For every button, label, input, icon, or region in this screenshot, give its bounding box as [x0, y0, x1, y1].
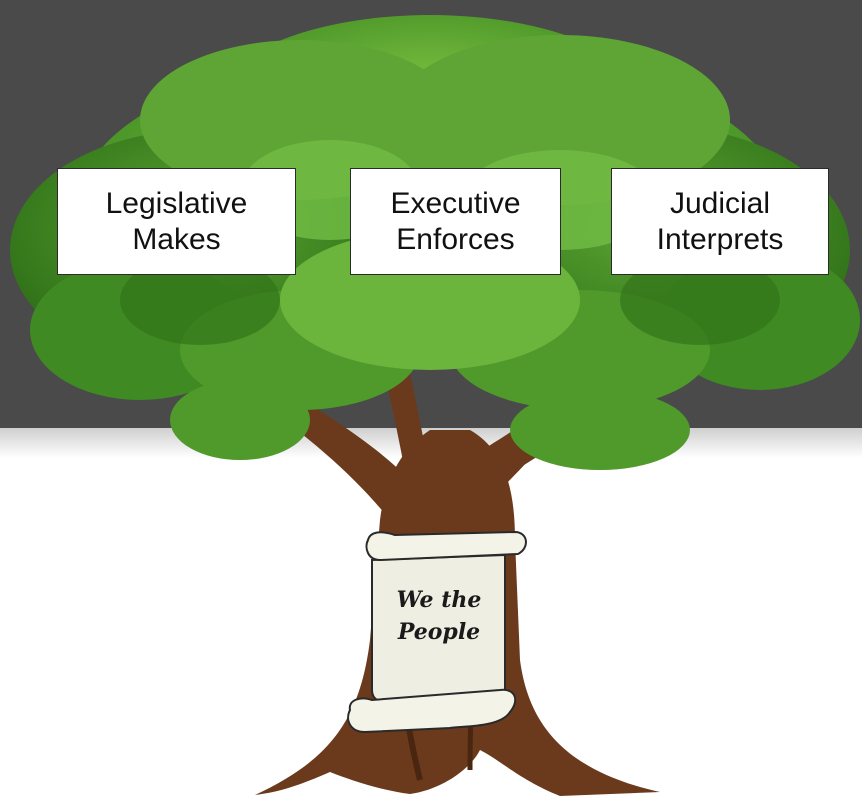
- branch-role: Enforces: [396, 222, 515, 256]
- branch-role: Interprets: [656, 222, 784, 256]
- branch-name: Judicial: [669, 186, 771, 220]
- scroll-line-2: People: [397, 619, 481, 645]
- scroll-line-1: We the: [396, 587, 482, 613]
- branch-name: Legislative: [105, 186, 248, 220]
- scroll-banner: [347, 530, 527, 734]
- branch-box-legislative: Legislative Makes: [57, 168, 296, 275]
- branch-role: Makes: [132, 222, 221, 256]
- branch-name: Executive: [390, 186, 521, 220]
- scroll-text: We the People: [372, 584, 506, 648]
- branch-box-executive: Executive Enforces: [350, 168, 561, 275]
- branch-box-judicial: Judicial Interprets: [611, 168, 829, 275]
